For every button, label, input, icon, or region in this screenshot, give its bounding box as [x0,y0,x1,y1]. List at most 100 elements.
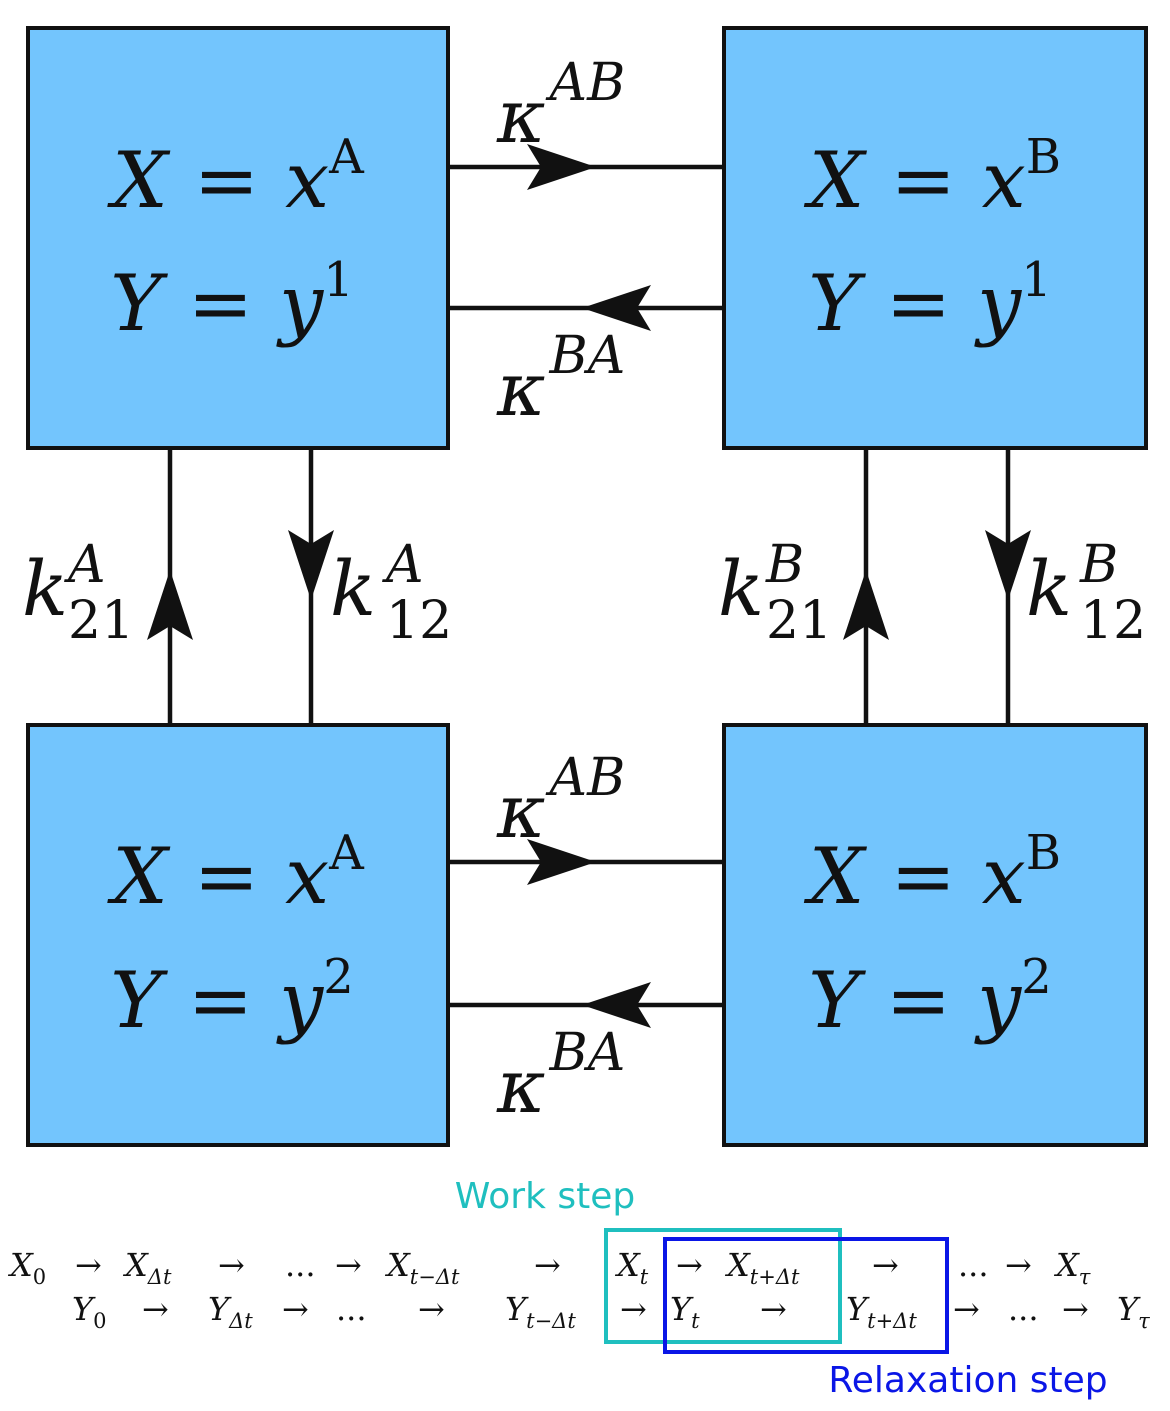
work-step-box [604,1228,842,1344]
seq-x-1: XΔt [122,1246,172,1289]
state-a2-y-sup: 2 [323,949,354,1005]
seq-y-3: Yt−Δt [505,1290,576,1333]
sequence-y-row: Y0 → YΔt → ... → Yt−Δt → Yt → Yt+Δt → ..… [72,1290,1150,1333]
seq-y-arrow-4: → [620,1290,647,1328]
state-box-a1-rect [26,26,450,450]
svg-text:k: k [718,544,764,633]
svg-text:Y=y1: Y=y1 [808,252,1051,349]
state-b1-y-var: Y [808,259,866,349]
arrowhead-up-b [843,570,889,640]
state-box-a2-rect [26,723,450,1147]
kappa-ab-label-top: κAB [496,53,625,160]
state-b2-y-var: Y [808,956,866,1046]
arrowhead-left-top [582,285,651,331]
state-a2-x-var: X [106,832,171,922]
svg-text:k: k [330,544,376,633]
state-b2-x-var: X [803,832,868,922]
arrowhead-right-bottom [527,839,596,885]
svg-text:k: k [1026,544,1072,633]
work-step-label: Work step [455,1176,635,1217]
relaxation-step-box [663,1237,949,1354]
seq-y-5: Yt+Δt [846,1290,917,1333]
state-b2-y-sup: 2 [1021,949,1052,1005]
arrowhead-up-a [147,570,193,640]
seq-y-arrow-5: → [760,1290,787,1328]
seq-y-1: YΔt [208,1290,253,1333]
kappa-ba-label-bottom: κBA [496,1023,625,1130]
svg-text:X=xA: X=xA [106,129,365,226]
svg-text:21: 21 [68,591,134,651]
state-b1-x-var: X [803,136,868,226]
seq-y-dots-2: ... [1008,1290,1039,1328]
state-box-b2: X=xB Y=y2 [722,723,1148,1147]
state-box-b1-rect [722,26,1148,450]
k12-a-label: k A 12 [330,535,452,651]
seq-x-arrow-4: → [534,1246,561,1284]
seq-x-3: Xt−Δt [384,1246,460,1289]
state-b1-y-val: y [974,259,1022,349]
svg-text:Y=y1: Y=y1 [110,252,353,349]
state-a2-y-val: y [276,956,324,1046]
state-b2-x-val: x [982,832,1026,922]
state-b2-x-sup: B [1026,825,1061,881]
seq-x-4: Xt [614,1246,649,1289]
seq-y-4: Yt [670,1290,700,1333]
seq-x-arrow-5: → [676,1246,703,1284]
arrowheads [147,144,1031,1028]
svg-text:Y=y2: Y=y2 [808,949,1051,1046]
svg-text:A: A [64,535,106,595]
seq-y-arrow-2: → [282,1290,309,1328]
arrowhead-down-b [985,530,1031,600]
svg-text:A: A [382,535,424,595]
svg-text:X=xA: X=xA [106,825,365,922]
seq-x-0: X0 [7,1246,46,1289]
kappa-ab-label-bottom: κAB [496,748,625,855]
seq-y-7: Yτ [1117,1290,1150,1333]
svg-text:X=xB: X=xB [803,129,1061,226]
kappa-ba-label-top: κBA [496,326,625,433]
k21-b-label: k B 21 [718,535,832,651]
state-box-b2-rect [722,723,1148,1147]
seq-x-dots-2: ... [958,1246,989,1284]
relaxation-step-label: Relaxation step [828,1360,1107,1401]
svg-text:21: 21 [766,591,832,651]
seq-x-5: Xt+Δt [724,1246,800,1289]
arrowhead-right-top [527,144,596,190]
k21-a-label: k A 21 [22,535,134,651]
state-a2-x-sup: A [328,825,365,881]
seq-x-arrow-6: → [872,1246,899,1284]
seq-y-dots-1: ... [336,1290,367,1328]
state-a1-x-var: X [106,136,171,226]
seq-y-arrow-1: → [142,1290,169,1328]
state-box-a1: X=xA Y=y1 [26,26,450,450]
state-a1-y-val: y [276,259,324,349]
state-b1-x-val: x [982,136,1026,226]
seq-x-7: Xτ [1053,1246,1091,1289]
state-b2-y-val: y [974,956,1022,1046]
seq-x-arrow-1: → [75,1246,102,1284]
state-b1-y-sup: 1 [1021,252,1052,308]
svg-text:Y=y2: Y=y2 [110,949,353,1046]
arrowhead-left-bottom [582,982,651,1028]
svg-text:B: B [765,535,804,595]
seq-x-arrow-3: → [335,1246,362,1284]
state-a2-x-val: x [285,832,329,922]
state-a1-y-var: Y [110,259,168,349]
seq-y-arrow-3: → [418,1290,445,1328]
state-a2-y-var: Y [110,956,168,1046]
seq-x-arrow-7: → [1005,1246,1032,1284]
svg-text:k: k [22,544,68,633]
svg-text:B: B [1079,535,1118,595]
state-b1-x-sup: B [1026,129,1061,185]
state-a1-y-sup: 1 [323,252,354,308]
state-box-a2: X=xA Y=y2 [26,723,450,1147]
state-a1-x-sup: A [328,129,365,185]
k12-b-label: k B 12 [1026,535,1146,651]
seq-x-dots-1: ... [285,1246,316,1284]
arrowhead-down-a [288,530,334,600]
seq-x-arrow-2: → [218,1246,245,1284]
state-box-b1: X=xB Y=y1 [722,26,1148,450]
svg-text:12: 12 [386,591,452,651]
seq-y-0: Y0 [72,1290,107,1333]
